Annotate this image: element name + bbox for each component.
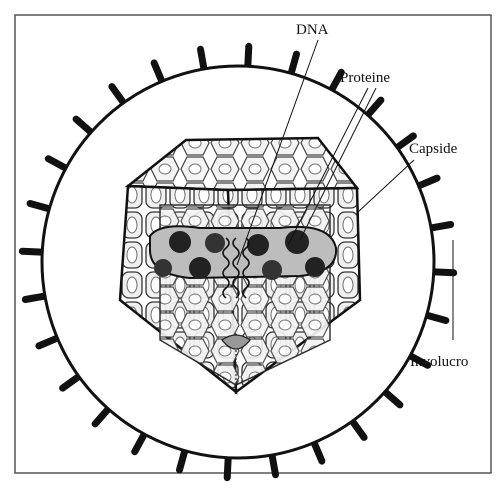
protein-particle: [262, 260, 282, 280]
dna-label: DNA: [296, 22, 329, 38]
protein-particle: [285, 230, 309, 254]
envelope-label: Involucro: [410, 354, 468, 370]
proteins-label: Proteine: [340, 70, 390, 86]
protein-particle: [189, 257, 211, 279]
protein-particle: [205, 233, 225, 253]
capsid-label: Capside: [409, 141, 458, 157]
protein-particle: [247, 234, 269, 256]
protein-particle: [154, 259, 172, 277]
protein-particle: [305, 257, 325, 277]
protein-particle: [169, 231, 191, 253]
